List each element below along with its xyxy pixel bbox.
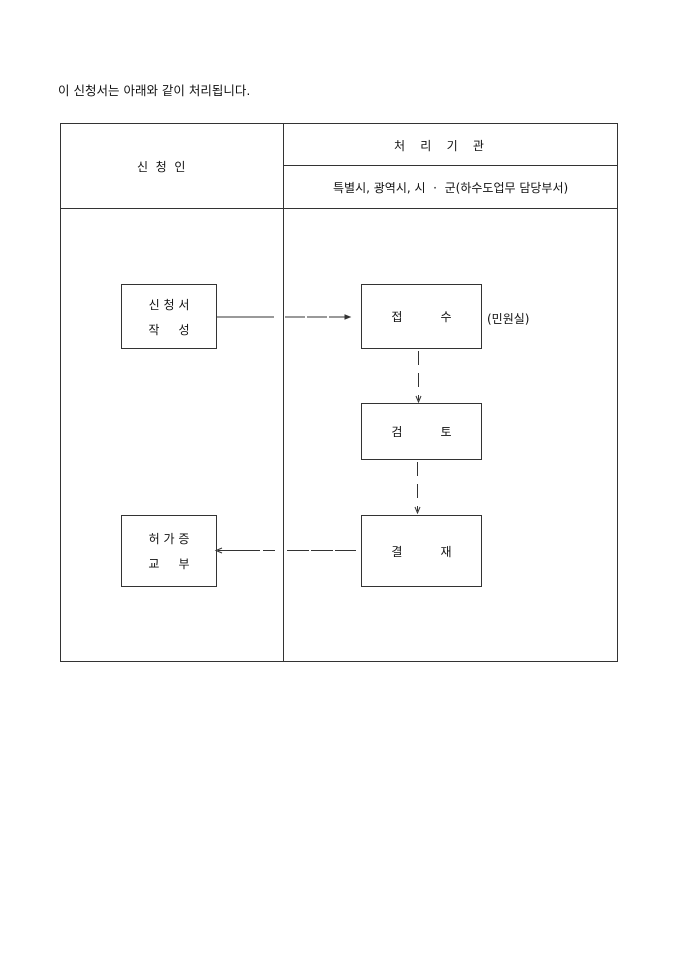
step-review: 검 토 xyxy=(361,403,482,460)
agency-header: 처 리 기 관 xyxy=(394,139,484,153)
step-receive: 접 수 xyxy=(361,284,482,349)
step-approve: 결 재 xyxy=(361,515,482,587)
step-issue-permit: 허 가 증 교 부 xyxy=(121,515,217,587)
receive-note: (민원실) xyxy=(487,312,530,326)
step-write-application: 신 청 서 작 성 xyxy=(121,284,217,349)
step-label: 신 청 서 xyxy=(148,297,190,312)
intro-text: 이 신청서는 아래와 같이 처리됩니다. xyxy=(58,83,251,98)
step-label: 결 재 xyxy=(391,544,452,559)
arrow-receive-to-review xyxy=(415,351,422,404)
arrow-review-to-approve xyxy=(414,462,421,515)
step-label: 검 토 xyxy=(391,425,452,439)
step-label: 접 수 xyxy=(391,310,452,324)
step-label: 교 부 xyxy=(148,557,190,571)
step-label: 허 가 증 xyxy=(148,532,190,546)
arrow-approve-to-issue xyxy=(214,547,356,554)
table-border xyxy=(60,123,618,662)
arrow-write-to-receive xyxy=(216,314,352,320)
agency-subheader: 특별시, 광역시, 시 · 군(하수도업무 담당부서) xyxy=(333,181,569,195)
applicant-header: 신 청 인 xyxy=(137,160,186,174)
step-label: 작 성 xyxy=(148,322,190,337)
